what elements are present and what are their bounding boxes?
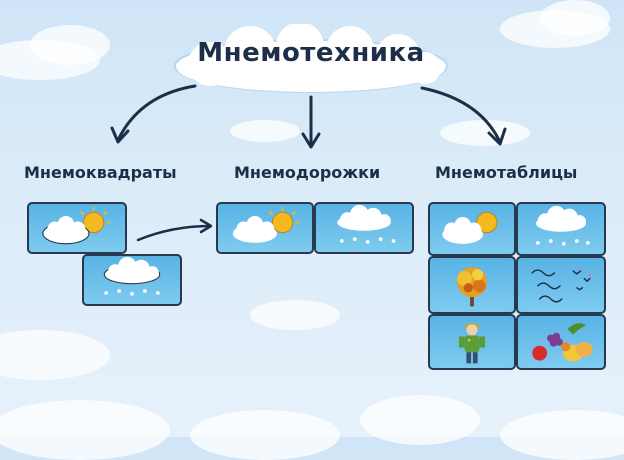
birds-wind-icon bbox=[531, 267, 592, 303]
tile-fruits bbox=[516, 314, 606, 370]
diagram-title: Мнемотехника bbox=[197, 38, 425, 68]
arrow-left bbox=[116, 84, 197, 142]
tile-autumn-tree bbox=[428, 256, 516, 314]
cloud-rain-icon bbox=[536, 205, 590, 246]
cloud-sun-icon bbox=[42, 206, 111, 245]
boy-icon bbox=[459, 323, 485, 364]
tile-cloud-rain bbox=[516, 202, 606, 256]
background-cloud bbox=[30, 25, 110, 65]
background-cloud bbox=[250, 300, 340, 330]
tile-boy bbox=[428, 314, 516, 370]
tile-cloud-sun bbox=[428, 202, 516, 256]
cloud-sun-icon bbox=[232, 206, 300, 243]
category-label-mnemotracks: Мнемодорожки bbox=[234, 163, 381, 182]
cloud-sun-icon bbox=[442, 211, 498, 244]
tile-cloud-rain bbox=[82, 254, 182, 306]
background-cloud bbox=[0, 330, 110, 380]
cloud-rain-icon bbox=[103, 256, 161, 296]
background-cloud bbox=[230, 120, 300, 142]
arrow-right bbox=[420, 86, 502, 144]
title-cloud-icon bbox=[174, 24, 448, 93]
background-cloud bbox=[540, 0, 610, 36]
category-label-mnemosquares: Мнемоквадраты bbox=[24, 163, 177, 182]
autumn-tree-icon bbox=[457, 267, 487, 307]
category-label-mnemotables: Мнемотаблицы bbox=[435, 163, 578, 182]
tile-cloud-sun bbox=[216, 202, 314, 254]
tile-cloud-rain bbox=[314, 202, 414, 254]
tile-cloud-sun bbox=[27, 202, 127, 254]
background-cloud bbox=[440, 120, 530, 146]
connector-arrows bbox=[110, 84, 507, 242]
arrow-squares-to-tracks bbox=[136, 224, 212, 242]
cloud-rain-icon bbox=[337, 204, 396, 244]
fruits-icon bbox=[532, 323, 593, 362]
tile-birds-wind bbox=[516, 256, 606, 314]
